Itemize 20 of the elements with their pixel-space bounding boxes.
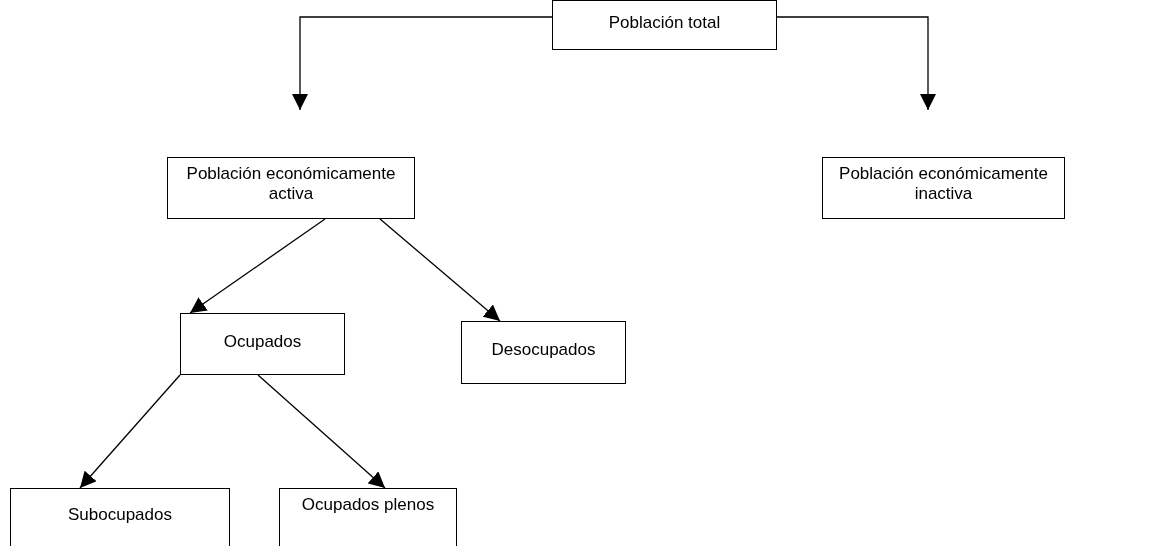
box-label: Población total xyxy=(607,13,722,33)
arrow xyxy=(189,218,326,314)
process-box xyxy=(461,321,626,384)
box-label: Ocupados xyxy=(222,332,303,352)
process-box xyxy=(180,313,345,375)
process-box xyxy=(552,0,777,50)
box-label: Población económicamente activa xyxy=(185,164,397,204)
box-label: Desocupados xyxy=(490,340,597,360)
process-box xyxy=(10,488,230,546)
arrow xyxy=(379,218,501,322)
box-label: Subocupados xyxy=(67,505,173,525)
process-box xyxy=(279,488,457,546)
box-label: Población económicamente inactiva xyxy=(838,164,1049,204)
process-box xyxy=(167,157,415,219)
arrow xyxy=(257,374,386,489)
arrow xyxy=(292,16,553,111)
arrow xyxy=(776,16,936,111)
process-box xyxy=(822,157,1065,219)
box-label: Ocupados plenos xyxy=(300,495,436,515)
arrow xyxy=(79,374,181,489)
